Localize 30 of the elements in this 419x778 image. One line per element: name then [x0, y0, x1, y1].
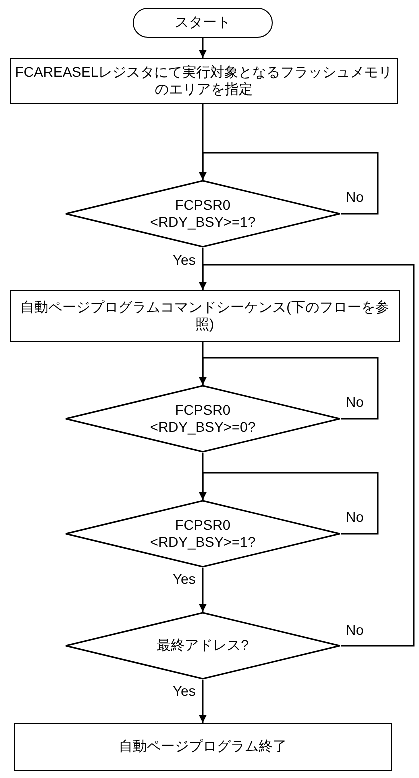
process-text: FCAREASELレジスタにて実行対象となるフラッシュメモリのエリアを指定	[15, 64, 393, 98]
edge-label: Yes	[172, 572, 197, 588]
arrow	[199, 472, 379, 535]
edge-label: Yes	[172, 684, 197, 700]
decision-diamond	[65, 385, 341, 453]
process-text: 自動ページプログラムコマンドシーケンス(下のフローを参照)	[20, 298, 390, 334]
terminal-text: スタート	[175, 14, 231, 32]
arrow	[199, 264, 415, 647]
arrow	[199, 152, 379, 215]
edge-label: No	[345, 623, 365, 638]
decision-text: FCPSR0 <RDY_BSY>=1?	[149, 516, 257, 552]
edge-label: Yes	[172, 253, 197, 268]
process-text: 自動ページプログラム終了	[119, 738, 287, 756]
edge-label: No	[345, 190, 365, 206]
decision-diamond	[65, 612, 341, 680]
decision-text: FCPSR0 <RDY_BSY>=1?	[149, 196, 257, 232]
arrow	[199, 357, 379, 420]
arrow	[199, 38, 207, 58]
edge-label: No	[345, 510, 365, 526]
process-box	[10, 58, 398, 104]
edge-label: No	[345, 395, 365, 410]
decision-text: FCPSR0 <RDY_BSY>=0?	[149, 402, 257, 436]
arrow	[199, 568, 207, 612]
arrow	[199, 680, 207, 723]
decision-text: 最終アドレス?	[157, 637, 249, 655]
process-box	[10, 290, 400, 342]
process-box	[14, 723, 392, 771]
decision-diamond	[65, 500, 341, 568]
decision-diamond	[65, 180, 341, 248]
terminal-box	[133, 8, 273, 38]
